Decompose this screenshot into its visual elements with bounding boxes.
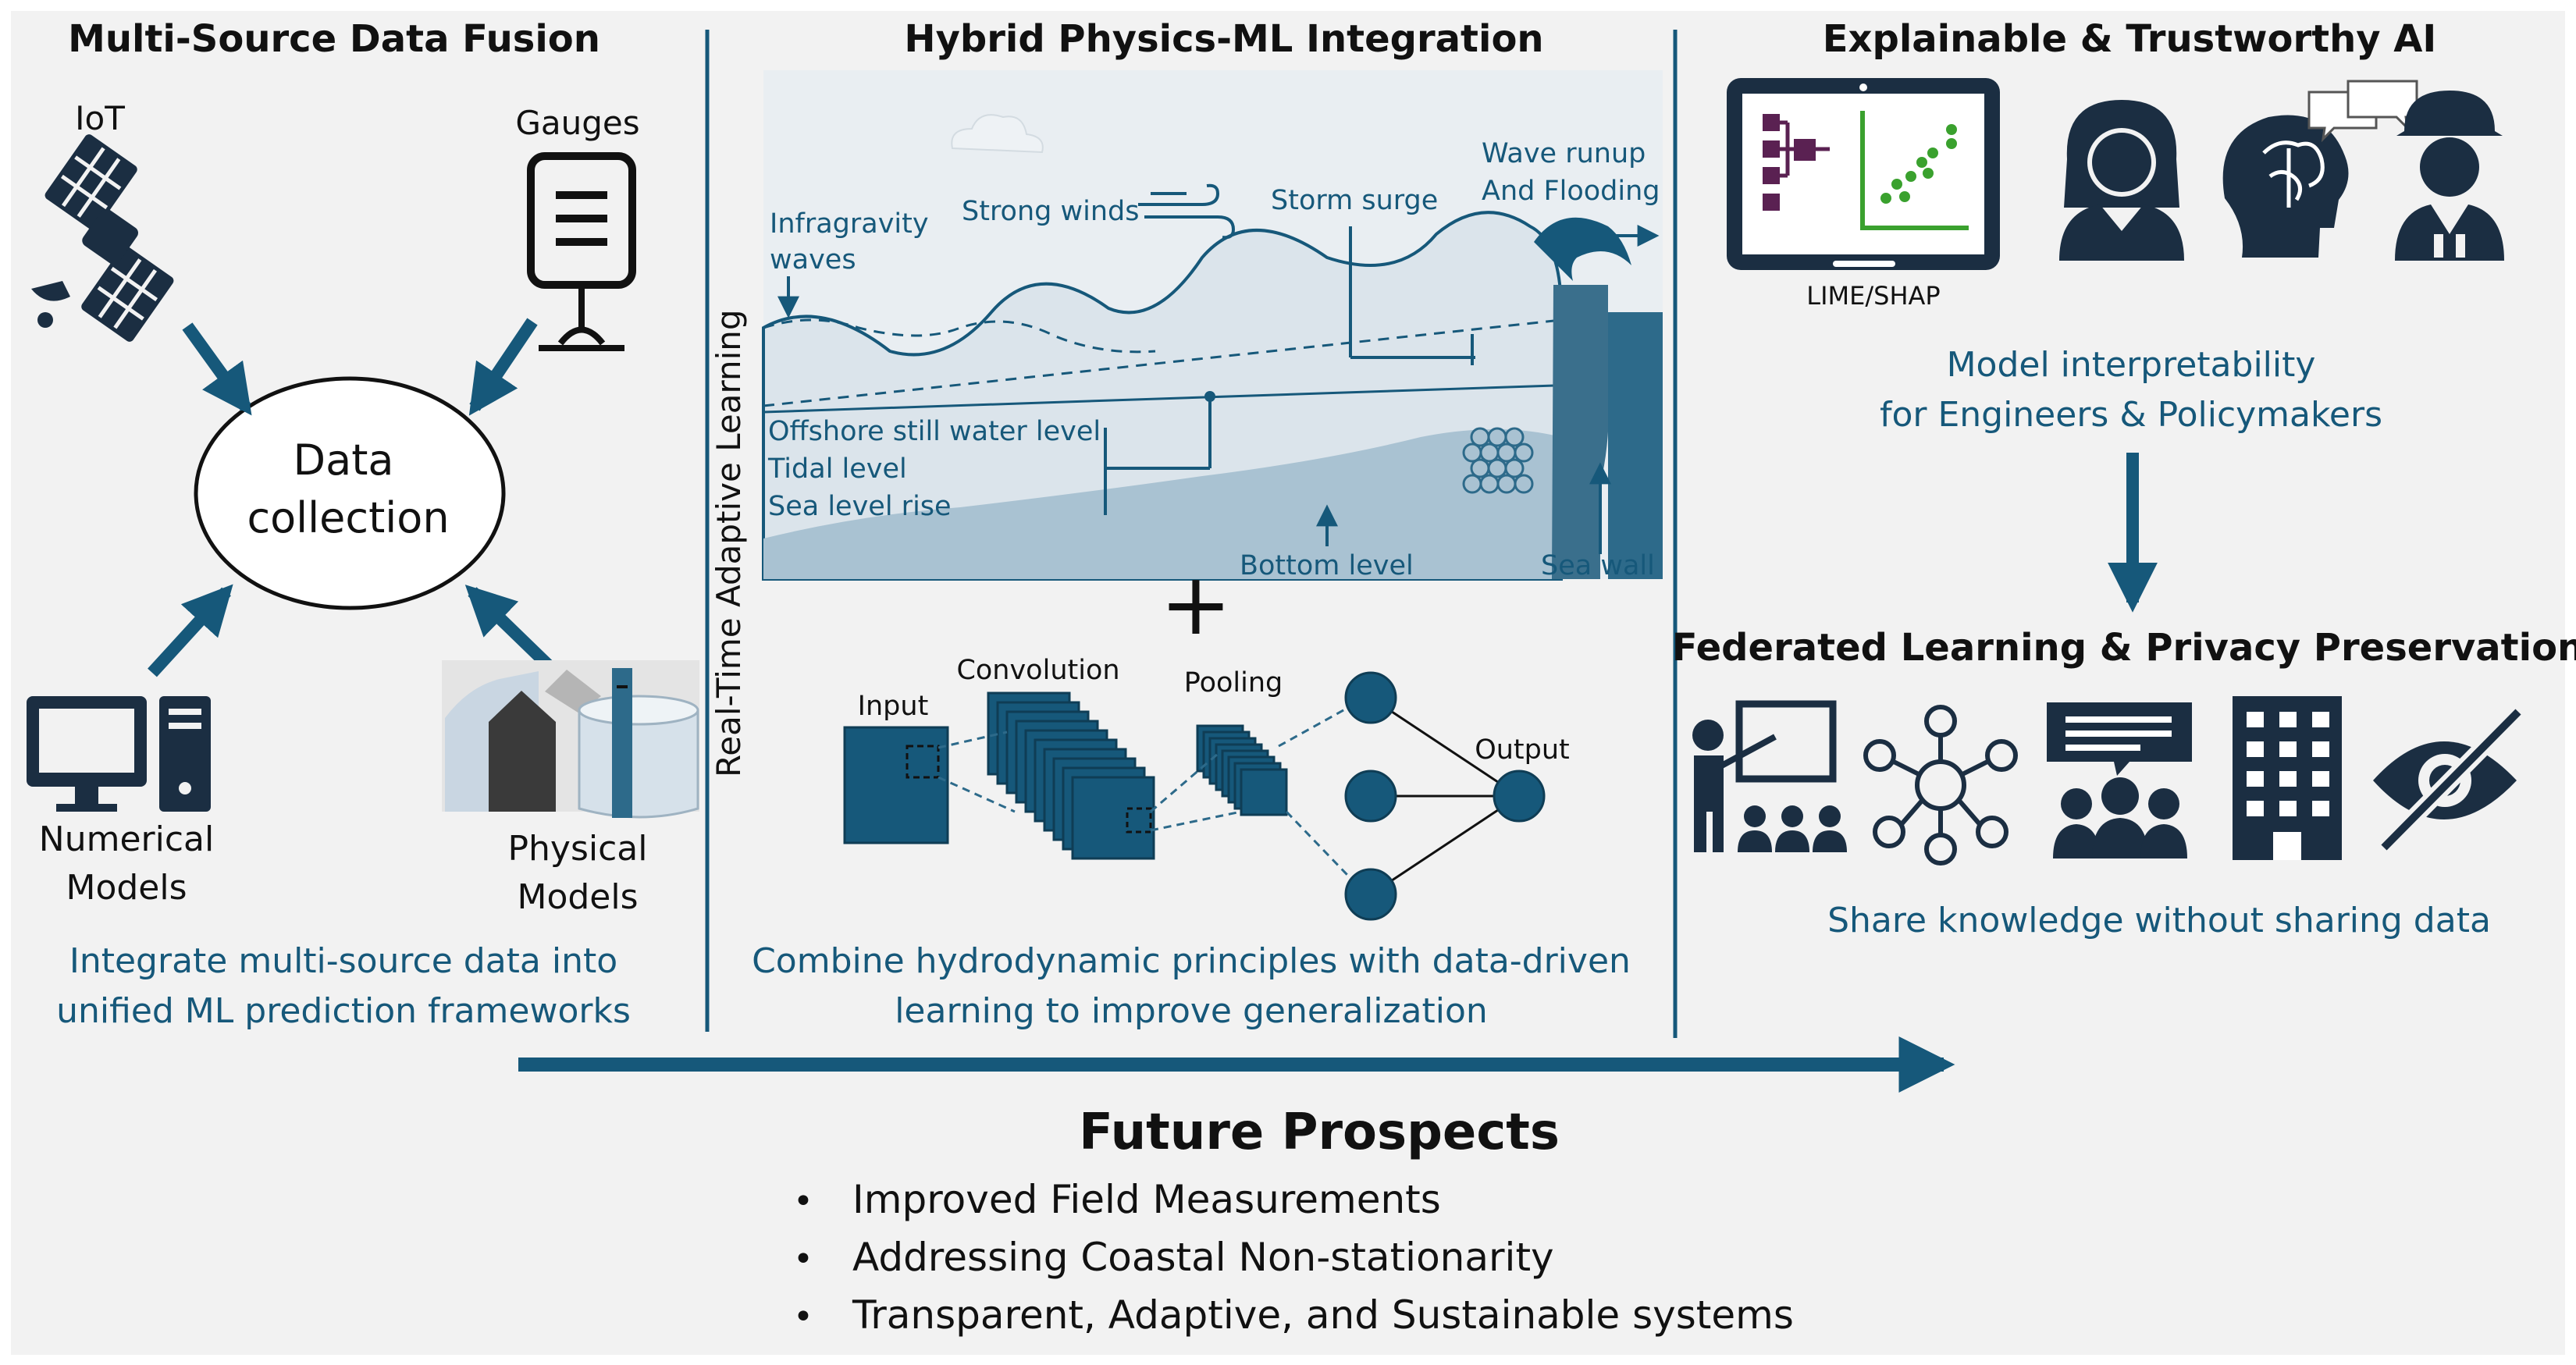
label-slr: Sea level rise — [768, 491, 952, 522]
fusion-title: Multi-Source Data Fusion — [68, 17, 600, 61]
hybrid-caption-1: Combine hydrodynamic principles with dat… — [752, 941, 1631, 981]
hybrid-title: Hybrid Physics-ML Integration — [904, 17, 1543, 61]
physical-model-icon — [442, 660, 699, 819]
woman-icon — [2059, 100, 2184, 261]
gauge-icon — [527, 152, 636, 351]
section-future: Future Prospects • Improved Field Measur… — [518, 1036, 1955, 1338]
computer-icon — [27, 696, 211, 812]
label-infragravity-2: waves — [770, 244, 856, 275]
building-icon — [2233, 696, 2342, 860]
network-icon — [1863, 705, 2018, 866]
label-offshore: Offshore still water level — [768, 416, 1101, 447]
cnn-schematic — [843, 671, 1546, 921]
group-chat-icon — [2047, 702, 2192, 858]
label-lime-shap: LIME/SHAP — [1806, 281, 1940, 311]
label-bottom: Bottom level — [1240, 550, 1414, 581]
section-federated: Federated Learning & Privacy Preservatio… — [1672, 626, 2576, 940]
wind-icon — [1138, 183, 1236, 240]
label-cnn-input: Input — [858, 691, 929, 722]
xai-caption-1: Model interpretability — [1947, 345, 2316, 385]
label-iot: IoT — [75, 99, 125, 137]
data-collection-node — [194, 376, 506, 610]
teacher-icon — [1692, 700, 1847, 852]
future-item-3: Transparent, Adaptive, and Sustainable s… — [852, 1292, 1794, 1338]
arrow-iot — [182, 322, 252, 416]
side-label-adaptive: Real-Time Adaptive Learning — [710, 309, 748, 777]
label-numerical-2: Models — [66, 868, 187, 908]
eye-slash-icon — [2373, 706, 2524, 854]
label-seawall: Sea wall — [1541, 550, 1655, 581]
arrow-numerical — [148, 584, 233, 677]
label-runup-1: Wave runup — [1482, 138, 1646, 169]
label-cnn-output: Output — [1475, 734, 1570, 766]
xai-title: Explainable & Trustworthy AI — [1823, 17, 2437, 61]
hybrid-caption-2: learning to improve generalization — [895, 991, 1488, 1031]
engineer-icon — [2395, 91, 2504, 261]
data-collection-line-1: Data — [294, 435, 394, 485]
label-physical-1: Physical — [508, 829, 648, 869]
section-xai: Explainable & Trustworthy AI — [1727, 17, 2504, 613]
brain-icon — [2222, 115, 2349, 258]
satellite-icon — [31, 134, 174, 342]
label-gauges: Gauges — [515, 104, 639, 142]
label-runup-2: And Flooding — [1482, 176, 1660, 207]
section-data-fusion: Multi-Source Data Fusion IoT Gauges — [27, 17, 699, 1031]
future-bullet-1: • — [793, 1182, 813, 1221]
fusion-caption-1: Integrate multi-source data into — [69, 941, 617, 981]
future-item-1: Improved Field Measurements — [852, 1177, 1441, 1222]
label-cnn-conv: Convolution — [956, 655, 1119, 686]
arrow-gauges — [468, 318, 538, 416]
label-numerical-1: Numerical — [39, 819, 214, 859]
label-tidal: Tidal level — [767, 453, 907, 485]
label-infragravity-1: Infragravity — [770, 208, 929, 240]
coastal-scene — [762, 70, 1663, 581]
plus-sign: + — [1160, 554, 1232, 654]
future-list: • Improved Field Measurements • Addressi… — [793, 1177, 1794, 1338]
future-bullet-3: • — [793, 1297, 813, 1337]
fed-caption: Share knowledge without sharing data — [1827, 901, 2491, 940]
fusion-caption-2: unified ML prediction frameworks — [56, 991, 631, 1031]
section-hybrid: Hybrid Physics-ML Integration Real-Time … — [710, 17, 1663, 1031]
future-bullet-2: • — [793, 1239, 813, 1279]
arrow-physical — [464, 585, 553, 670]
data-collection-line-2: collection — [247, 493, 449, 542]
label-cnn-pool: Pooling — [1184, 667, 1283, 698]
future-title: Future Prospects — [1079, 1104, 1560, 1161]
xai-caption-2: for Engineers & Policymakers — [1880, 395, 2382, 435]
label-winds: Strong winds — [962, 196, 1139, 227]
label-surge: Storm surge — [1271, 185, 1438, 216]
future-item-2: Addressing Coastal Non-stationarity — [852, 1235, 1554, 1280]
tablet-chart-icon — [1727, 78, 2000, 270]
cloud-icon — [951, 114, 1044, 154]
label-physical-2: Models — [517, 877, 638, 917]
fed-title: Federated Learning & Privacy Preservatio… — [1672, 626, 2576, 670]
